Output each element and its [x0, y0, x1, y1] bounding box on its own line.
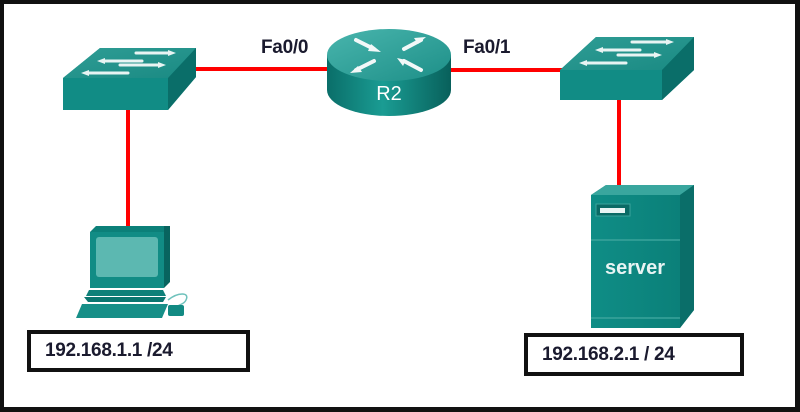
pc-icon[interactable]	[76, 226, 188, 318]
router-icon[interactable]: R2	[327, 29, 451, 116]
router-label: R2	[376, 83, 402, 105]
switch-right-icon[interactable]	[560, 37, 694, 100]
server-address-box: 192.168.2.1 / 24	[524, 333, 744, 376]
pc-address-box: 192.168.1.1 /24	[27, 330, 250, 372]
server-label: server	[605, 257, 665, 279]
pc-ip-address: 192.168.1.1 /24	[45, 340, 173, 361]
server-ip-address: 192.168.2.1 / 24	[542, 343, 675, 365]
switch-left-icon[interactable]	[63, 48, 196, 110]
interface-label-fa0-1: Fa0/1	[463, 37, 511, 58]
interface-label-fa0-0: Fa0/0	[261, 37, 309, 58]
server-icon[interactable]: server	[591, 185, 694, 328]
links	[126, 67, 621, 226]
